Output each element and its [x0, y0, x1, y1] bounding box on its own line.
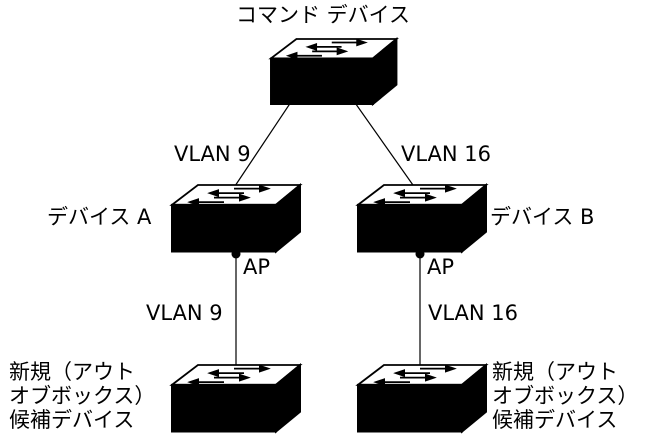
- vlan-9-uplink-label: VLAN 9: [174, 142, 251, 166]
- candidate-a-switch-icon: [171, 364, 301, 433]
- candidate-b-switch-icon: [357, 364, 487, 433]
- command-switch-icon: [270, 38, 398, 106]
- device-b-switch-icon: [357, 184, 487, 253]
- vlan-16-downlink-label: VLAN 16: [428, 301, 519, 325]
- candidate-a-label: 新規（アウト オブボックス） 候補デバイス: [9, 360, 155, 432]
- vlan-9-downlink-label: VLAN 9: [146, 301, 223, 325]
- command-device-label: コマンド デバイス: [236, 3, 411, 27]
- candidate-b-line3: 候補デバイス: [492, 408, 618, 432]
- link-command-to-device-a: [228, 89, 300, 196]
- device-a-port-label: AP: [243, 255, 271, 279]
- link-command-to-device-b: [345, 89, 421, 196]
- device-a-switch-icon: [171, 184, 301, 253]
- candidate-a-line3: 候補デバイス: [9, 408, 135, 432]
- candidate-a-line2: オブボックス）: [9, 384, 156, 408]
- candidate-b-label: 新規（アウト オブボックス） 候補デバイス: [492, 360, 638, 432]
- candidate-a-line1: 新規（アウト: [9, 360, 135, 384]
- device-a-label: デバイス A: [47, 205, 152, 229]
- candidate-b-line2: オブボックス）: [492, 384, 639, 408]
- vlan-16-uplink-label: VLAN 16: [401, 142, 492, 166]
- candidate-b-line1: 新規（アウト: [492, 360, 618, 384]
- device-b-port-label: AP: [427, 255, 455, 279]
- device-b-label: デバイス B: [490, 205, 595, 229]
